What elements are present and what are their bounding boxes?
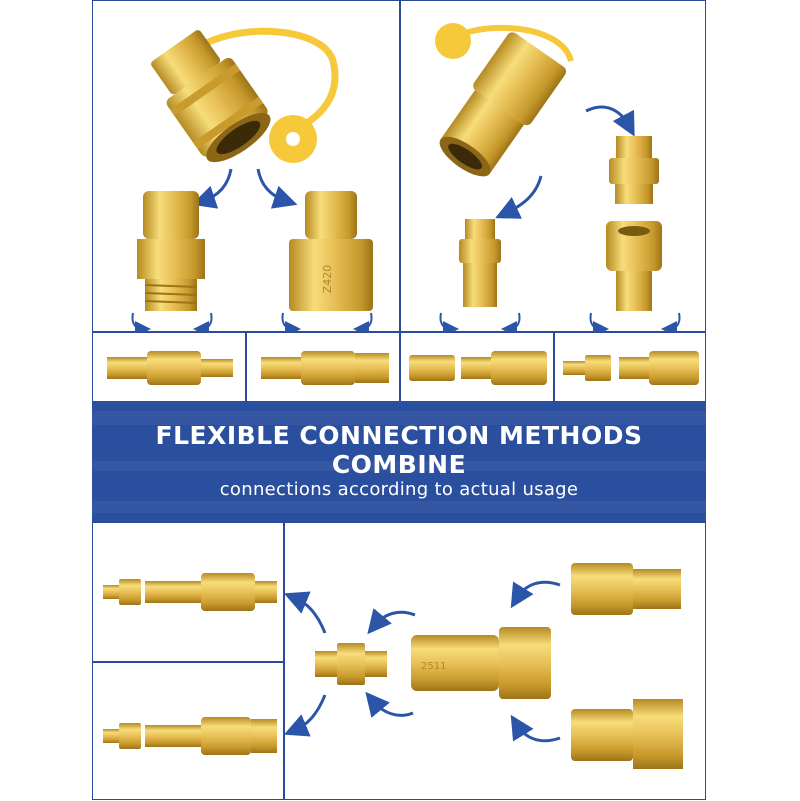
curved-arrow-icon <box>283 591 327 634</box>
hex-nipple <box>609 136 659 204</box>
banner-subtitle: connections according to actual usage <box>219 479 579 500</box>
curved-arrow-icon <box>191 168 233 209</box>
coupler-stamp: 2511 <box>421 661 446 672</box>
bottom-left-panel-1 <box>92 522 284 662</box>
bottom-left-panel-2 <box>92 662 284 800</box>
quick-connect-coupler: 2511 <box>411 627 551 699</box>
male-plug <box>459 219 501 307</box>
female-npt-plug <box>606 221 662 311</box>
curved-arrow-icon <box>585 105 635 137</box>
quick-connect-coupler <box>439 32 566 177</box>
curved-arrow-icon <box>256 168 298 209</box>
combo-panel-1 <box>92 332 246 402</box>
banner-title: FLEXIBLE CONNECTION METHODS COMBINE <box>155 421 643 479</box>
female-npt-plug <box>571 699 683 769</box>
combo-coupler-male-npt <box>107 351 233 385</box>
curved-arrow-icon <box>510 580 561 609</box>
coupler-combinations-illustration: 2511 <box>283 563 683 769</box>
female-adapter-stamp: Z420 <box>321 265 334 294</box>
panel-top-left: Z420 <box>92 0 400 337</box>
dust-cap <box>435 23 471 59</box>
combo-coupler-female-npt <box>261 351 389 385</box>
combo-panel-4 <box>554 332 706 402</box>
hex-nipple <box>315 643 387 685</box>
quick-connect-coupler <box>151 30 271 163</box>
coupler-with-cap-illustration: Z420 <box>131 27 373 337</box>
dust-cap-strap <box>190 27 339 135</box>
combo-panel-3 <box>400 332 554 402</box>
female-npt-plug: Z420 <box>289 191 373 311</box>
curved-arrow-icon <box>495 175 543 219</box>
nipple-coupler-female-assembly <box>103 717 277 755</box>
combo-plug-coupler <box>409 351 547 385</box>
panel-top-right <box>400 0 706 337</box>
curved-arrow-icon <box>283 694 327 737</box>
nipple-coupler-assembly <box>103 573 277 611</box>
curved-arrow-icon <box>510 714 561 743</box>
headline-banner: FLEXIBLE CONNECTION METHODS COMBINE conn… <box>92 401 706 522</box>
combo-panel-2 <box>246 332 400 402</box>
curved-arrow-icon <box>365 691 414 718</box>
curved-arrow-icon <box>367 608 416 635</box>
bottom-right-panel: 2511 <box>283 522 706 800</box>
plug-assembly-illustration <box>435 23 681 337</box>
male-npt-plug <box>137 191 205 311</box>
male-npt-plug <box>571 563 681 615</box>
combo-nipple-plug-coupler <box>563 351 699 385</box>
